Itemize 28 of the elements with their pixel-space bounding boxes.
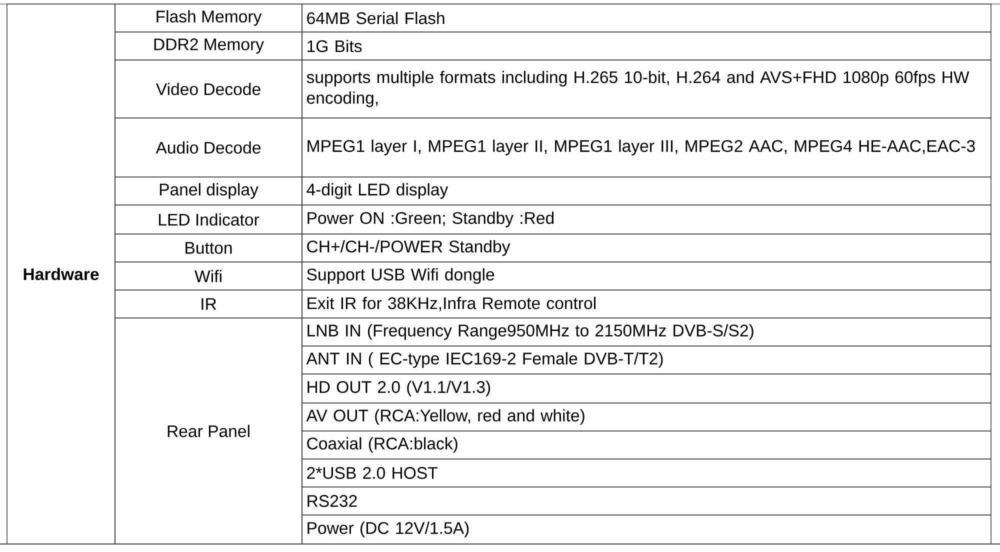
table-cell: CH+/CH-/POWER Standby <box>302 234 992 262</box>
table-cell: DDR2 Memory <box>114 32 302 60</box>
table-cell: Rear Panel <box>114 318 302 544</box>
table-cell: Wifi <box>114 262 302 290</box>
table-cell: RS232 <box>302 486 992 516</box>
table-cell: Video Decode <box>114 60 302 118</box>
table-cell: Button <box>114 234 302 262</box>
table-cell: Power (DC 12V/1.5A) <box>302 514 992 544</box>
table-cell: 2*USB 2.0 HOST <box>302 458 992 488</box>
table-cell: Hardware <box>6 4 116 544</box>
table-cell: 64MB Serial Flash <box>302 4 992 32</box>
table-cell: AV OUT (RCA:Yellow, red and white) <box>302 402 992 432</box>
table-cell: MPEG1 layer I, MPEG1 layer II, MPEG1 layer III, MPEG2 AAC, MPEG4 HE-AAC,EAC-3 <box>302 118 992 178</box>
table-cell: Power ON :Green; Standby :Red <box>302 204 992 234</box>
table-cell: IR <box>114 290 302 318</box>
table-cell: Coaxial (RCA:black) <box>302 430 992 460</box>
table-cell: 1G Bits <box>302 32 992 60</box>
table-cell: HD OUT 2.0 (V1.1/V1.3) <box>302 374 992 404</box>
table-cell: Audio Decode <box>114 118 302 178</box>
table-cell: supports multiple formats including H.265 10-bit, H.264 and AVS+FHD 1080p 60fps HW encoding, <box>302 60 992 118</box>
table-cell: LED Indicator <box>114 204 302 234</box>
table-cell: Support USB Wifi dongle <box>302 262 992 290</box>
table-cell: Panel display <box>114 176 302 206</box>
table-cell: Flash Memory <box>114 4 302 32</box>
table-cell: ANT IN ( EC-type IEC169-2 Female DVB-T/T2) <box>302 346 992 374</box>
table-cell: LNB IN (Frequency Range950MHz to 2150MHz DVB-S/S2) <box>302 318 992 346</box>
table-cell: Exit IR for 38KHz,Infra Remote control <box>302 290 992 318</box>
table-cell: 4-digit LED display <box>302 176 992 206</box>
